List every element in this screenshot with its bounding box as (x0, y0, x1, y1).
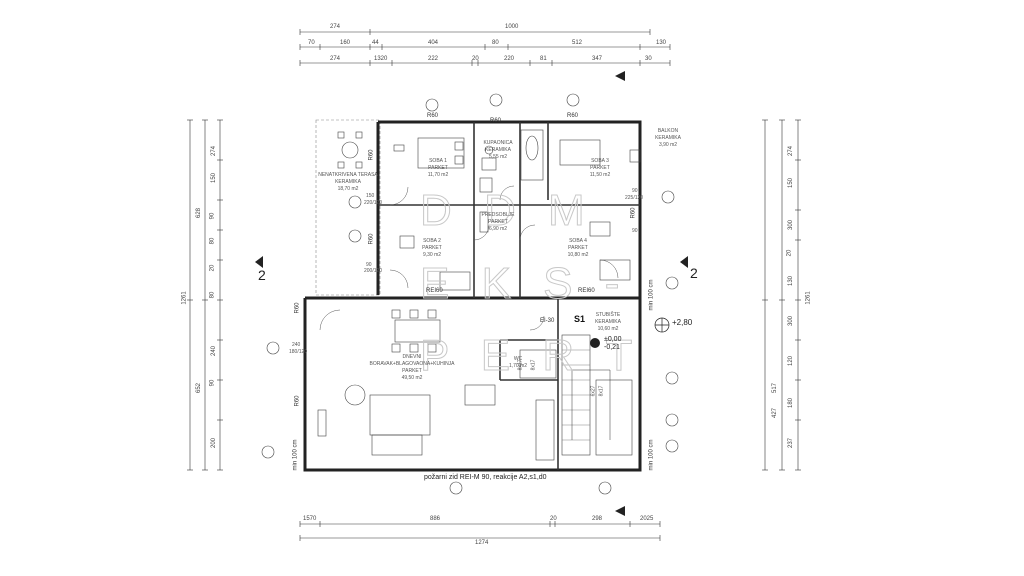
watermark-line-3: P E R T (420, 331, 642, 380)
section-arrow-top-icon (615, 71, 625, 81)
section-label-left: 2 (258, 267, 266, 283)
level-marker-small-icon (590, 338, 600, 348)
watermark-line-1: D D M (420, 186, 595, 235)
section-arrow-bottom-icon (615, 506, 625, 516)
watermark-line-2: E K S - (420, 259, 629, 308)
section-label-right: 2 (690, 265, 698, 281)
section-arrow-right-icon (680, 256, 688, 268)
section-arrow-left-icon (255, 256, 263, 268)
